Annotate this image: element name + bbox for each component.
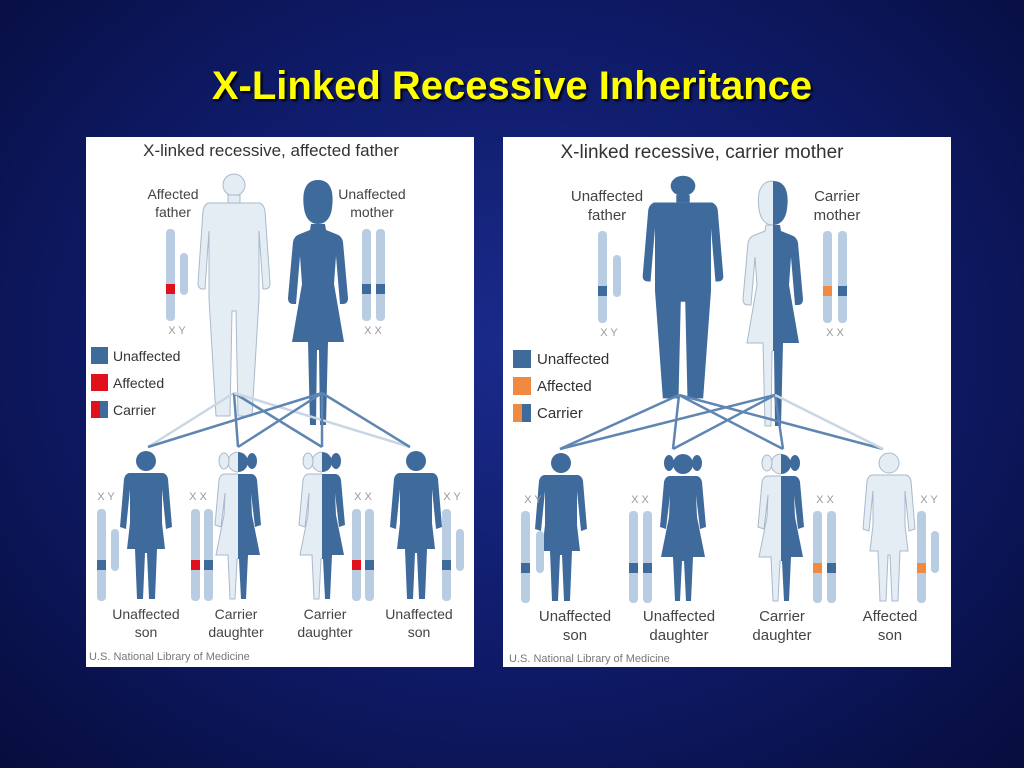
mother-label-line2: mother: [814, 207, 861, 224]
svg-text:X X: X X: [189, 491, 207, 503]
child-3-chromosomes: X X: [813, 494, 836, 603]
legend: Unaffected Affected Carrier: [513, 350, 609, 422]
child-2-label-line2: daughter: [649, 627, 708, 644]
mother-chromosomes: X X: [362, 229, 385, 337]
legend-carrier-label: Carrier: [537, 405, 583, 422]
svg-text:X X: X X: [631, 494, 649, 506]
affected-swatch: [91, 374, 108, 391]
unaffected-swatch: [91, 347, 108, 364]
child-4-unaffected-son: [390, 451, 442, 599]
panel-carrier-mother: X-linked recessive, carrier mother Unaff…: [503, 137, 951, 667]
child-2-label-line1: Carrier: [215, 606, 258, 622]
child-1-chromosomes: X Y: [97, 491, 119, 601]
panel-heading: X-linked recessive, affected father: [143, 141, 399, 160]
svg-text:X Y: X Y: [97, 491, 115, 503]
mother-label-line1: Unaffected: [338, 186, 405, 202]
child-4-label-line2: son: [408, 624, 431, 640]
svg-text:X X: X X: [816, 494, 834, 506]
inheritance-lines: [147, 391, 411, 449]
child-1-unaffected-son: [120, 451, 172, 599]
father-chromosome-letters: X Y: [600, 327, 618, 339]
unaffected-mother-figure: [288, 180, 348, 425]
father-chromosomes: X Y: [598, 231, 621, 339]
panel-heading: X-linked recessive, carrier mother: [561, 142, 845, 163]
pedigree-diagram-affected-father: X-linked recessive, affected father Affe…: [89, 141, 464, 663]
legend-affected-label: Affected: [113, 375, 164, 391]
child-2-label-line1: Unaffected: [643, 608, 715, 625]
child-3-carrier-daughter: [298, 451, 345, 600]
father-label-line1: Unaffected: [571, 188, 643, 205]
child-4-label-line1: Unaffected: [385, 606, 452, 622]
legend-affected-label: Affected: [537, 378, 592, 395]
inheritance-lines: [559, 393, 884, 451]
svg-text:X Y: X Y: [524, 494, 542, 506]
svg-text:X Y: X Y: [920, 494, 938, 506]
mother-chromosomes: X X: [823, 231, 847, 339]
child-2-carrier-daughter: [214, 451, 261, 600]
credit-text: U.S. National Library of Medicine: [509, 653, 670, 665]
svg-text:X X: X X: [354, 491, 372, 503]
legend: Unaffected Affected Carrier: [91, 347, 180, 418]
credit-text: U.S. National Library of Medicine: [89, 651, 250, 663]
child-1-chromosomes: X Y: [521, 494, 544, 603]
affected-father-figure: [197, 173, 271, 417]
child-2-chromosomes: X X: [189, 491, 213, 601]
carrier-mother-figure: [742, 180, 803, 427]
child-1-unaffected-son: [535, 453, 587, 601]
father-chromosome-letters: X Y: [168, 325, 186, 337]
child-4-chromosomes: X Y: [917, 494, 939, 603]
affected-swatch: [513, 377, 531, 395]
child-1-label-line1: Unaffected: [539, 608, 611, 625]
carrier-swatch: [513, 404, 522, 422]
child-4-chromosomes: X Y: [442, 491, 464, 601]
mother-label-line1: Carrier: [814, 188, 860, 205]
child-3-label-line2: daughter: [297, 624, 353, 640]
carrier-swatch: [91, 401, 100, 418]
child-1-label-line2: son: [563, 627, 587, 644]
father-label-line1: Affected: [147, 186, 198, 202]
child-3-label-line2: daughter: [752, 627, 811, 644]
child-2-chromosomes: X X: [629, 494, 652, 603]
child-1-label-line2: son: [135, 624, 158, 640]
child-3-chromosomes: X X: [352, 491, 374, 601]
legend-carrier-label: Carrier: [113, 402, 156, 418]
legend-unaffected-label: Unaffected: [537, 351, 609, 368]
mother-chromosome-letters: X X: [364, 325, 382, 337]
child-2-unaffected-daughter: [660, 454, 706, 601]
legend-unaffected-label: Unaffected: [113, 348, 180, 364]
unaffected-swatch: [513, 350, 531, 368]
child-1-label-line1: Unaffected: [112, 606, 179, 622]
unaffected-father-figure: [642, 175, 724, 399]
mother-label-line2: mother: [350, 204, 394, 220]
father-label-line2: father: [155, 204, 191, 220]
father-label-line2: father: [588, 207, 626, 224]
panel-affected-father: X-linked recessive, affected father Affe…: [86, 137, 474, 667]
svg-text:X Y: X Y: [443, 491, 461, 503]
child-3-label-line1: Carrier: [759, 608, 805, 625]
father-chromosomes: X Y: [166, 229, 188, 337]
child-4-label-line2: son: [878, 627, 902, 644]
child-3-label-line1: Carrier: [304, 606, 347, 622]
child-2-label-line2: daughter: [208, 624, 264, 640]
slide-title: X-Linked Recessive Inheritance: [211, 64, 813, 108]
child-4-label-line1: Affected: [863, 608, 918, 625]
child-4-affected-son: [862, 452, 916, 602]
pedigree-diagram-carrier-mother: X-linked recessive, carrier mother Unaff…: [509, 142, 939, 665]
mother-chromosome-letters: X X: [826, 327, 844, 339]
child-3-carrier-daughter: [757, 453, 804, 602]
